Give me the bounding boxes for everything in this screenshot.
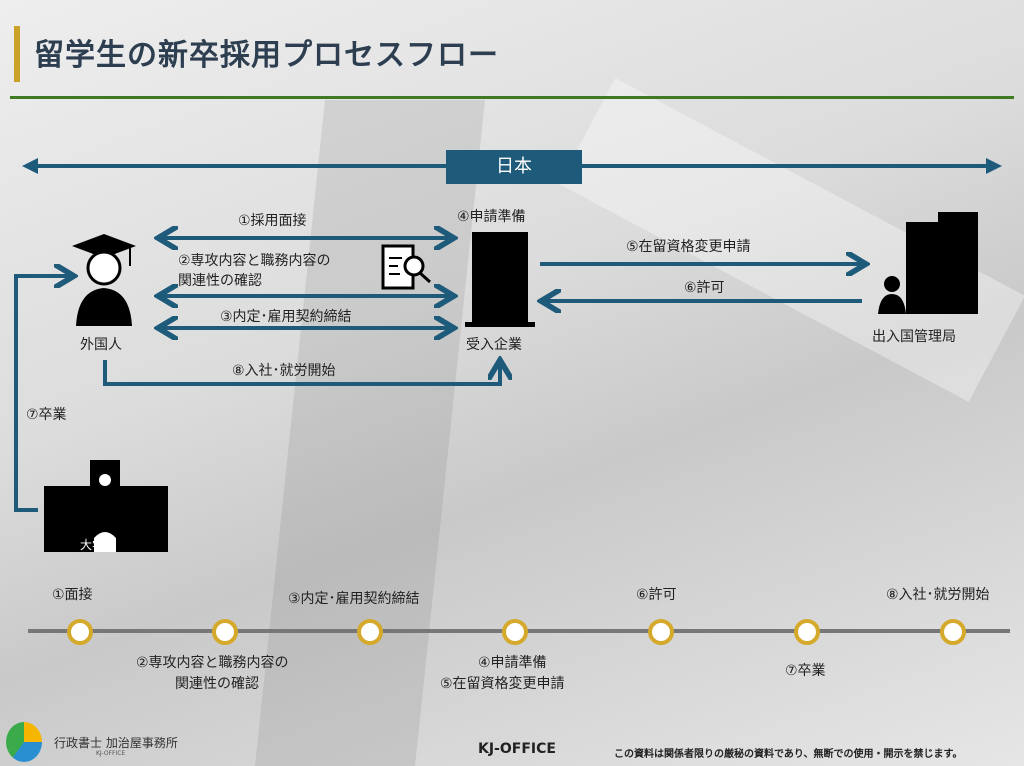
arrow-step7 [14,276,70,512]
timeline-label: ④申請準備 [478,655,547,671]
graduate-icon [72,234,136,326]
flow-step4: ④申請準備 [457,209,526,225]
flow-step6: ⑥許可 [684,280,725,296]
timeline-node-5 [648,619,674,645]
timeline-label: ⑤在留資格変更申請 [440,676,565,692]
document-search-icon [381,244,432,290]
timeline-label: ①面接 [52,587,93,603]
university-icon [44,460,168,552]
flow-step1: ①採用面接 [238,213,307,229]
title-accent [14,26,20,82]
timeline-node-7 [940,619,966,645]
timeline-label: ⑦卒業 [785,663,826,679]
timeline-label: ⑧入社･就労開始 [886,587,990,603]
timeline-node-1 [67,619,93,645]
immigration-building-icon [878,212,978,314]
timeline-label: ②専攻内容と職務内容の [136,655,289,671]
footer-company-sub: KJ-OFFICE [96,750,126,757]
timeline-label: ③内定･雇用契約締結 [288,591,420,607]
timeline-node-6 [794,619,820,645]
flow-step2-line1: ②専攻内容と職務内容の [178,253,331,269]
flow-step2-line2: 関連性の確認 [178,273,262,289]
company-logo [6,722,42,762]
footer-company: 行政書士 加治屋事務所 [54,736,178,750]
actor-foreigner: 外国人 [80,337,122,353]
timeline-node-2 [212,619,238,645]
footer-center: KJ-OFFICE [478,741,556,757]
footer-notice: この資料は関係者限りの厳秘の資料であり、無断での使用・開示を禁じます。 [614,749,963,760]
actor-university: 大学 [80,538,105,552]
flow-step7: ⑦卒業 [26,407,67,423]
page-title: 留学生の新卒採用プロセスフロー [34,38,499,73]
actor-company: 受入企業 [466,337,522,353]
flow-step5: ⑤在留資格変更申請 [626,239,751,255]
flow-step3: ③内定･雇用契約締結 [220,309,352,325]
company-building-icon [465,232,535,327]
actor-immigration: 出入国管理局 [872,329,956,345]
timeline-label: ⑥許可 [636,587,677,603]
title-divider [10,96,1014,99]
timeline-node-3 [357,619,383,645]
region-label-japan: 日本 [446,150,582,184]
arrow-step8 [103,360,500,386]
timeline-label: 関連性の確認 [175,676,259,692]
timeline-node-4 [502,619,528,645]
flow-step8: ⑧入社･就労開始 [232,363,336,379]
